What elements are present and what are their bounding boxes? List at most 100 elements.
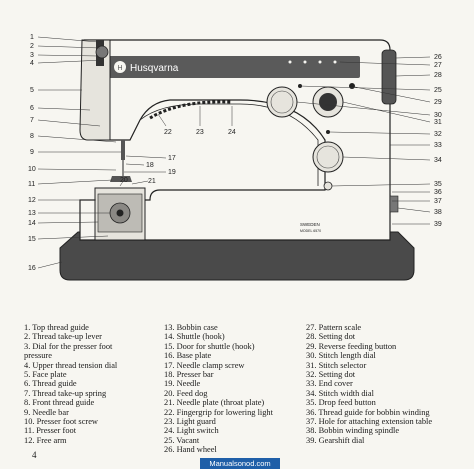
legend-column-1: 1. Top thread guide 2. Thread take-up le… — [24, 323, 164, 445]
brand-logo-icon — [114, 61, 126, 73]
light-guard — [149, 100, 233, 120]
callout-19: 19 — [168, 169, 176, 176]
legend-item: 18. Presser bar — [164, 370, 214, 380]
callout-6: 6 — [30, 105, 34, 112]
legend-item: 27. Pattern scale — [306, 323, 362, 332]
callout-14: 14 — [28, 220, 36, 227]
legend-item: 26. Hand wheel — [164, 445, 217, 455]
callout-10: 10 — [28, 166, 36, 173]
callout-39: 39 — [434, 221, 442, 228]
watermark-link[interactable]: Manualsonod.com — [200, 458, 280, 469]
legend-item: 6. Thread guide — [24, 379, 77, 389]
callout-5: 5 — [30, 87, 34, 94]
callout-36: 36 — [434, 189, 442, 196]
callout-8: 8 — [30, 133, 34, 140]
legend-item: 11. Presser foot — [24, 426, 77, 436]
legend-item: 22. Fingergrip for lowering light — [164, 407, 273, 417]
callout-1: 1 — [30, 34, 34, 41]
legend-item: 23. Light guard — [164, 417, 216, 427]
legend-item: 31. Stitch selector — [306, 360, 367, 370]
legend-item: 19. Needle — [164, 379, 201, 389]
svg-text:H: H — [117, 65, 122, 72]
pattern-scale — [288, 60, 337, 64]
legend-item: 39. Gearshift dial — [306, 435, 365, 445]
callout-3: 3 — [30, 52, 34, 59]
top-band — [108, 56, 360, 78]
callout-32: 32 — [434, 131, 442, 138]
page-number: 4 — [32, 450, 37, 460]
tension-dial — [95, 45, 109, 59]
legend-item: 36. Thread guide for bobbin winding — [306, 407, 430, 417]
callout-11: 11 — [28, 181, 35, 188]
callout-25: 25 — [434, 87, 442, 94]
reverse-feeding-button — [349, 83, 355, 89]
legend-item: pressure — [24, 351, 52, 361]
callout-22: 22 — [164, 129, 172, 136]
callout-37: 37 — [434, 198, 442, 205]
callout-2: 2 — [30, 43, 34, 50]
callout-38: 38 — [434, 209, 442, 216]
callout-34: 34 — [434, 157, 442, 164]
callout-20: 20 — [120, 177, 128, 184]
legend-column-3: 27. Pattern scale 28. Setting dot 29. Re… — [306, 323, 466, 445]
callout-15: 15 — [28, 236, 36, 243]
legend-item: 7. Thread take-up spring — [24, 388, 107, 398]
callout-12: 12 — [28, 197, 36, 204]
stitch-length-dial — [266, 86, 298, 118]
legend-item: 33. End cover — [306, 379, 353, 389]
legend-item: 9. Needle bar — [24, 407, 69, 417]
callout-29: 29 — [434, 99, 442, 106]
legend-item: 5. Face plate — [24, 370, 67, 380]
callout-33: 33 — [434, 142, 442, 149]
model-plate-line1: SWEDEN — [300, 222, 320, 227]
legend-item: 34. Stitch width dial — [306, 388, 374, 398]
legend-item: 28. Setting dot — [306, 332, 356, 342]
callout-35: 35 — [434, 181, 442, 188]
legend-item: 30. Stitch length dial — [306, 351, 376, 361]
callout-18: 18 — [146, 162, 154, 169]
drop-feed-button — [323, 181, 333, 191]
machine-base — [59, 231, 415, 281]
legend-item: 21. Needle plate (throat plate) — [164, 398, 265, 408]
legend-item: 25. Vacant — [164, 435, 200, 445]
legend-item: 12. Free arm — [24, 435, 67, 445]
callout-13: 13 — [28, 210, 36, 217]
legend-item: 8. Front thread guide — [24, 398, 95, 408]
brand-name: Husqvarna — [130, 63, 179, 74]
setting-dot — [326, 130, 330, 134]
legend-item: 1. Top thread guide — [24, 323, 89, 332]
needle-bar — [121, 140, 125, 160]
legend-item: 4. Upper thread tension dial — [24, 360, 118, 370]
callout-21: 21 — [148, 178, 156, 185]
presser-foot — [110, 176, 132, 182]
hand-wheel — [381, 49, 397, 105]
bobbin-winding-spindle — [389, 195, 399, 213]
legend-item: 20. Feed dog — [164, 388, 208, 398]
legend-item: 15. Door for shuttle (hook) — [164, 341, 255, 351]
legend-item: 38. Bobbin winding spindle — [306, 426, 400, 436]
legend-item: 35. Drop feed button — [306, 398, 376, 408]
legend-item: 37. Hole for attaching extension table — [306, 417, 433, 427]
legend-item: 13. Bobbin case — [164, 323, 218, 332]
callout-leaders — [37, 36, 431, 269]
legend-item: 24. Light switch — [164, 426, 219, 436]
callout-31: 31 — [434, 119, 442, 126]
callout-17: 17 — [168, 155, 176, 162]
legend-item: 32. Setting dot — [306, 370, 356, 380]
callout-26: 26 — [434, 54, 442, 61]
legend-item: 3. Dial for the presser foot — [24, 341, 113, 351]
callout-16: 16 — [28, 265, 36, 272]
legend-item: 29. Reverse feeding button — [306, 341, 397, 351]
callout-24: 24 — [228, 129, 236, 136]
legend-item: 16. Base plate — [164, 351, 212, 361]
legend-item: 14. Shuttle (hook) — [164, 332, 225, 342]
callout-30: 30 — [434, 112, 442, 119]
callout-23: 23 — [196, 129, 204, 136]
callout-9: 9 — [30, 149, 34, 156]
sewing-machine-diagram: H Husqvarna SWEDEN MODEL 6570 — [28, 34, 442, 281]
callout-7: 7 — [30, 117, 34, 124]
callout-28: 28 — [434, 72, 442, 79]
legend-item: 17. Needle clamp screw — [164, 360, 245, 370]
model-plate-line2: MODEL 6570 — [300, 229, 321, 233]
callout-27: 27 — [434, 62, 442, 69]
